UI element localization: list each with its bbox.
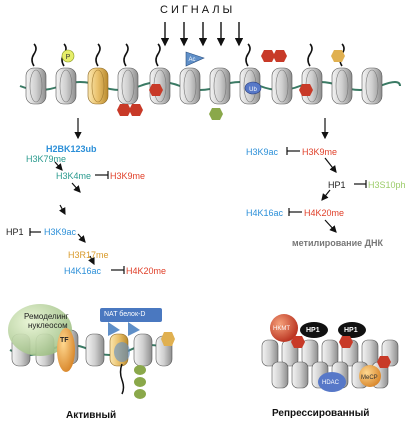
label-hp1-left: HP1 [6, 227, 24, 237]
caption-active: Активный [66, 410, 117, 421]
label-h4k16ac-left: H4K16ac [64, 266, 102, 276]
right-inhibit-lines [286, 147, 367, 216]
label-h4k20me-left: H4K20me [126, 266, 167, 276]
label-h3r17me: H3R17me [68, 250, 109, 260]
label-h3k4me: H3K4me [56, 171, 92, 181]
active-chromatin [8, 304, 175, 399]
label-hdac: HDAC [322, 380, 340, 386]
label-nat: NAT белок-D [104, 311, 146, 318]
label-hp1-repressed-a: HP1 [306, 327, 320, 334]
repressed-chromatin [261, 314, 399, 392]
caption-repressed: Репрессированный [272, 408, 370, 419]
signals-title: СИГНАЛЫ [160, 4, 236, 16]
label-dna-methylation: метилирование ДНК [292, 238, 384, 248]
label-h4k20me-right: H4K20me [304, 208, 345, 218]
phospho-mark: P [61, 49, 75, 63]
label-h2bk123ub: H2BK123ub [46, 144, 97, 154]
label-h3k9me-left: H3K9me [110, 171, 146, 181]
label-h3k79me: H3K79me [26, 154, 67, 164]
methyl-marks-top [117, 50, 345, 120]
left-inhibit-lines [29, 171, 125, 274]
svg-text:P: P [66, 54, 71, 61]
label-h4k16ac-right: H4K16ac [246, 208, 284, 218]
label-remodel-2: нуклеосом [28, 321, 68, 330]
label-mecp: MeCP [361, 375, 378, 381]
label-h3k9ac-left: H3K9ac [44, 227, 77, 237]
svg-text:Ub: Ub [249, 87, 257, 93]
left-pathway-arrows [54, 118, 95, 266]
label-h3s10ph: H3S10ph [368, 180, 406, 190]
label-h3k9ac-right: H3K9ac [246, 147, 279, 157]
label-h3k9me-right: H3K9me [302, 147, 338, 157]
svg-text:Ac: Ac [188, 57, 195, 63]
signal-arrows [160, 22, 244, 47]
ubiquitin-mark: Ub [244, 81, 262, 95]
label-hp1-right: HP1 [328, 180, 346, 190]
label-tf: TF [60, 337, 69, 344]
acetyl-mark: Ac [185, 51, 205, 67]
label-remodel-1: Ремоделинг [24, 312, 69, 321]
right-pathway-arrows [321, 118, 337, 233]
label-hp1-repressed-b: HP1 [344, 327, 358, 334]
label-hkmt: HKMT [273, 326, 290, 332]
